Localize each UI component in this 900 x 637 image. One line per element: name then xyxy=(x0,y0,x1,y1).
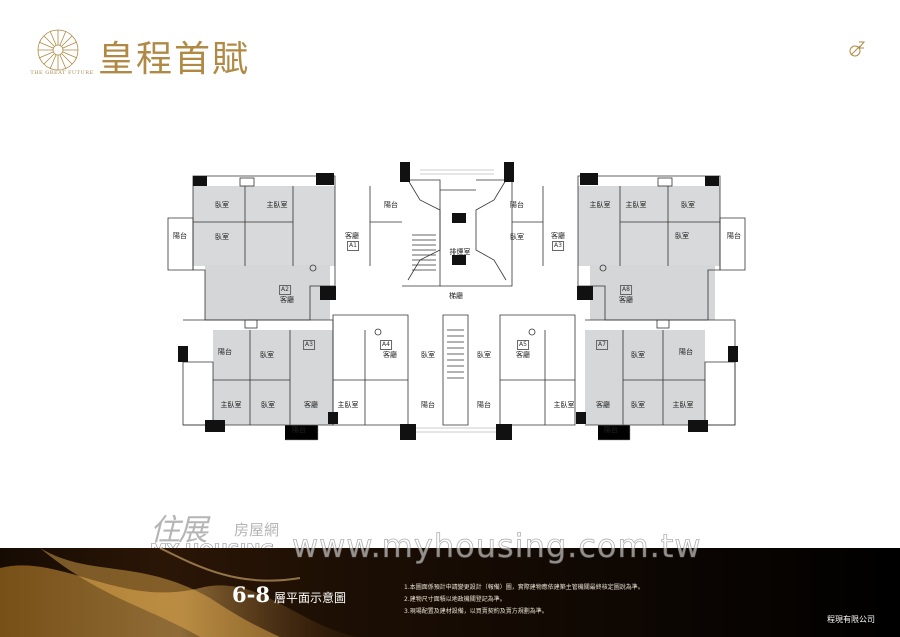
watermark-logo-cn2: 房屋網 xyxy=(234,521,280,539)
room-label: 陽台 xyxy=(477,401,491,409)
brand-subtitle: THE GREAT FUTURE xyxy=(30,70,94,76)
note-3: 3.現場配置及建材設備，以買賣契約及賣方規劃為準。 xyxy=(404,608,548,615)
room-label: 臥室 xyxy=(631,351,645,359)
room-label: 主臥室 xyxy=(266,201,288,209)
company-name: 程現有限公司 xyxy=(827,615,875,624)
room-label: 陽台 xyxy=(604,426,618,434)
room-label: 臥室 xyxy=(681,201,695,209)
disclaimer-notes: 1.本圖面係預計申請變更設計（報備）圖，實際建物應依建築主管機關最終核定圖說為準… xyxy=(404,582,644,618)
room-label: 客廳 xyxy=(551,232,565,240)
watermark-logo-cn: 住展 xyxy=(150,513,208,548)
room-label: 陽台 xyxy=(510,201,524,209)
room-label: 臥室 xyxy=(261,401,275,409)
room-label: 臥室 xyxy=(675,232,689,240)
unit-tag: A3 xyxy=(552,241,564,251)
room-label: 主臥室 xyxy=(337,401,359,409)
brand-title: 皇程首賦 xyxy=(98,39,251,80)
room-label: 排煙室 xyxy=(449,248,471,256)
room-label: 主臥室 xyxy=(553,401,575,409)
unit-tag: A8 xyxy=(620,285,632,295)
watermark-url: www.myhousing.com.tw xyxy=(292,527,702,566)
note-1: 1.本圖面係預計申請變更設計（報備）圖，實際建物應依建築主管機關最終核定圖說為準… xyxy=(404,584,644,591)
room-label: 陽台 xyxy=(679,348,693,356)
room-label: 臥室 xyxy=(215,201,229,209)
room-label: 臥室 xyxy=(510,233,524,241)
footer-banner xyxy=(0,548,900,637)
room-label: 客廳 xyxy=(596,401,610,409)
unit-tag: A4 xyxy=(380,340,392,350)
room-label: 臥室 xyxy=(631,401,645,409)
gold-flow-decoration xyxy=(0,548,360,637)
room-label: 主臥室 xyxy=(589,201,611,209)
room-label: 客廳 xyxy=(383,351,397,359)
room-label: 臥室 xyxy=(215,233,229,241)
unit-tag: A5 xyxy=(517,340,529,350)
room-label: 客廳 xyxy=(304,401,318,409)
room-label: 主臥室 xyxy=(220,401,242,409)
unit-tag: A3 xyxy=(303,340,315,350)
room-label: 客廳 xyxy=(619,296,633,304)
unit-tag: A7 xyxy=(596,340,608,350)
room-label: 客廳 xyxy=(280,296,294,304)
room-label: 陽台 xyxy=(727,232,741,240)
note-2: 2.建物尺寸面積以地政機關登記為準。 xyxy=(404,596,506,603)
floor-number: 6-8 xyxy=(232,582,270,607)
room-label: 臥室 xyxy=(260,351,274,359)
room-label: 臥室 xyxy=(421,351,435,359)
room-label: 陽台 xyxy=(173,232,187,240)
floor-plan-label: 層平面示意圖 xyxy=(273,591,346,605)
room-label: 陽台 xyxy=(292,426,306,434)
room-label: 客廳 xyxy=(516,351,530,359)
room-label: 梯廳 xyxy=(449,292,463,300)
room-label: 主臥室 xyxy=(672,401,694,409)
unit-tag: A1 xyxy=(347,241,359,251)
room-label: 客廳 xyxy=(345,232,359,240)
room-label: 陽台 xyxy=(218,348,232,356)
room-label: 陽台 xyxy=(384,201,398,209)
header: THE GREAT FUTURE 皇程首賦 xyxy=(0,0,900,110)
room-label: 陽台 xyxy=(421,401,435,409)
unit-tag: A2 xyxy=(279,285,291,295)
north-arrow-icon xyxy=(849,41,866,57)
room-label: 主臥室 xyxy=(625,201,647,209)
room-label: 臥室 xyxy=(477,351,491,359)
sunburst-logo-icon xyxy=(37,29,79,71)
